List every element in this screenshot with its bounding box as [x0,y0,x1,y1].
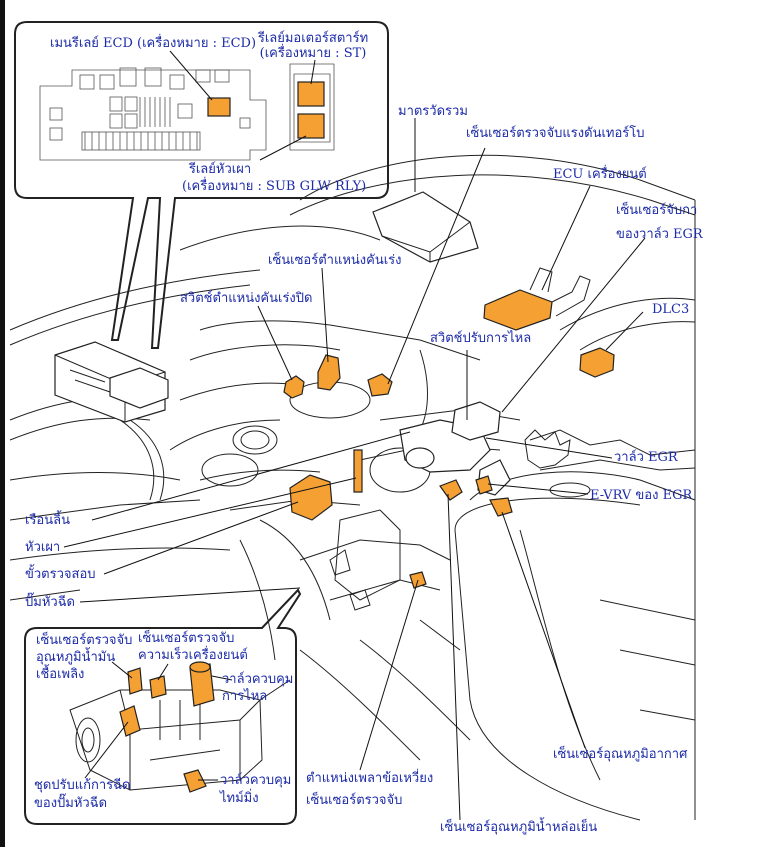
evrv-label: E-VRV ของ EGR [590,488,693,503]
correction-label-line1: ชุดปรับแก้การฉีด [34,778,131,793]
ecd-relay-label: เมนรีเลย์ ECD (เครื่องหมาย : ECD) [50,36,257,51]
glow-plug-label: หัวเผา [25,540,61,555]
engine-ecu-label: ECU เครื่องยนต์ [553,167,647,182]
turbo-pressure-sensor [367,373,393,397]
injection-correction-unit [119,705,141,737]
accel-position-label: เซ็นเซอร์ตำแหน่งคันเร่ง [268,253,402,268]
timing-valve-label-line1: วาล์วควบคุม [220,773,292,788]
glow-relay-label-line1: รีเลย์หัวเผา [188,162,252,177]
ecd-relay [207,97,231,117]
relay-box-artwork [54,341,169,423]
flow-switch-label: สวิตช์ปรับการไหล [430,331,532,346]
leader-lines [63,147,646,821]
glow-controller [289,474,333,521]
intake-air-temp-sensor [489,497,513,517]
starter-relay-label-line2: (เครื่องหมาย : ST) [259,46,367,61]
page-border [0,0,5,847]
fuel-temp-label-line1: เซ็นเซอร์ตรวจจับ [36,633,133,648]
relay-callout-box [14,21,389,349]
idle-switch [283,375,305,399]
speed-label-line2: ความเร็วเครื่องยนต์ [138,648,248,663]
injection-pump-label: ปั๊มหัวฉีด [25,595,75,610]
spill-valve-label-line2: การไหล [222,689,268,704]
glow-plug [353,449,363,493]
fuel-temp-sensor [127,667,143,695]
coolant-temp-label: เซ็นเซอร์อุณหภูมิน้ำหล่อเย็น [440,820,598,835]
idle-switch-label: สวิตช์ตำแหน่งคันเร่งปิด [180,291,313,306]
correction-label-line2: ของปั๊มหัวฉีด [34,796,108,811]
intake-air-temp-label: เซ็นเซอร์อุณหภูมิอากาศ [553,747,688,762]
evrv-part [475,475,493,495]
speed-label-line1: เซ็นเซอร์ตรวจจับ [138,631,235,646]
spill-valve-label-line1: วาล์วควบคุม [222,672,294,687]
egr-valve-label: วาล์ว EGR [614,450,678,465]
timing-valve-label-line2: ไทม์มิ่ง [220,791,259,806]
glow-indicator-label: เรือนลิ้น [25,513,70,528]
engine-ecu-unit [483,289,553,331]
turbo-sensor-label: เซ็นเซอร์ตรวจจับแรงดันเทอร์โบ [466,126,645,141]
starter-relay-label-line1: รีเลย์มอเตอร์สตาร์ท [257,31,369,46]
glow-relay-label-line2: (เครื่องหมาย : SUB GLW RLY) [182,179,367,194]
components [283,267,615,611]
egr-sensor-label-line2: ของวาล์ว EGR [616,227,703,242]
fuel-temp-label-line3: เชื้อเพลิง [36,667,85,682]
coolant-temp-sensor-part [439,479,463,501]
injection-pump-callout-box [24,588,302,825]
crank-label-line1: ตำแหน่งเพลาข้อเหวี่ยง [306,771,434,786]
gauge-label: มาตรวัดรวม [398,104,468,119]
fuel-temp-label-line2: อุณหภูมิน้ำมัน [36,650,116,665]
dlc3-label: DLC3 [652,302,690,317]
crank-label-line2: เซ็นเซอร์ตรวจจับ [306,793,403,808]
accel-position-sensor [317,354,341,391]
glow-relay [297,113,325,139]
combination-meter-artwork [372,118,479,263]
check-terminal-label: ขั้วตรวจสอบ [25,567,96,582]
timing-control-valve [183,769,207,793]
egr-sensor-label-line1: เซ็นเซอร์จับกา [616,203,698,218]
dlc3-connector [579,347,615,378]
starter-relay [297,81,325,107]
